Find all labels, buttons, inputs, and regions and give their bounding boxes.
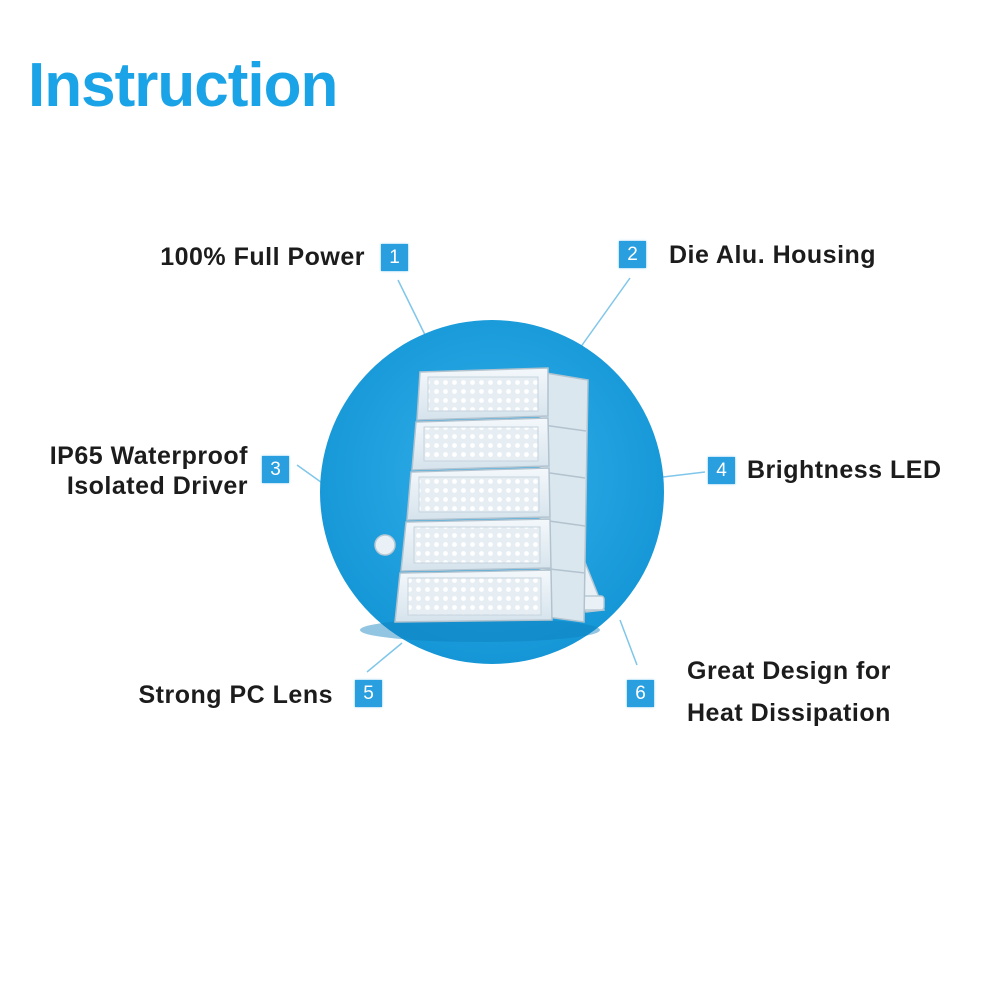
led-module: [416, 367, 549, 421]
feature-label-4-line-1: Brightness LED: [747, 456, 942, 484]
feature-label-2: Die Alu. Housing: [669, 240, 876, 270]
feature-label-1: 100% Full Power: [105, 242, 365, 272]
led-module: [406, 467, 551, 521]
led-floodlight-icon: [374, 367, 606, 623]
heat-sink: [539, 371, 589, 623]
led-module: [411, 417, 550, 471]
feature-badge-4: 4: [708, 457, 735, 484]
feature-label-3-line-1: IP65 Waterproof: [49, 442, 248, 470]
feature-label-3-line-2: Isolated Driver: [66, 472, 248, 500]
leader-line-2: [574, 277, 631, 356]
leader-line-4: [662, 471, 706, 478]
feature-badge-1: 1: [381, 244, 408, 271]
feature-label-6-line-1: Great Design for: [687, 657, 891, 685]
leader-line-5: [366, 642, 403, 673]
feature-badge-6: 6: [627, 680, 654, 707]
feature-label-5: Strong PC Lens: [80, 680, 333, 710]
feature-badge-2: 2: [619, 241, 646, 268]
feature-label-3: IP65 Waterproof Isolated Driver: [20, 441, 248, 501]
feature-label-6: Great Design for Heat Dissipation: [687, 650, 891, 734]
feature-badge-5: 5: [355, 680, 382, 707]
led-module: [394, 569, 553, 623]
feature-label-5-line-1: Strong PC Lens: [138, 681, 333, 709]
led-module: [400, 518, 552, 572]
feature-label-2-line-1: Die Alu. Housing: [669, 241, 877, 269]
feature-label-1-line-1: 100% Full Power: [160, 243, 365, 271]
light-shadow: [360, 618, 600, 642]
feature-badge-3: 3: [262, 456, 289, 483]
feature-label-4: Brightness LED: [747, 455, 942, 485]
leader-line-6: [619, 619, 638, 666]
page-title: Instruction: [28, 51, 338, 120]
feature-label-6-line-2: Heat Dissipation: [687, 699, 891, 727]
